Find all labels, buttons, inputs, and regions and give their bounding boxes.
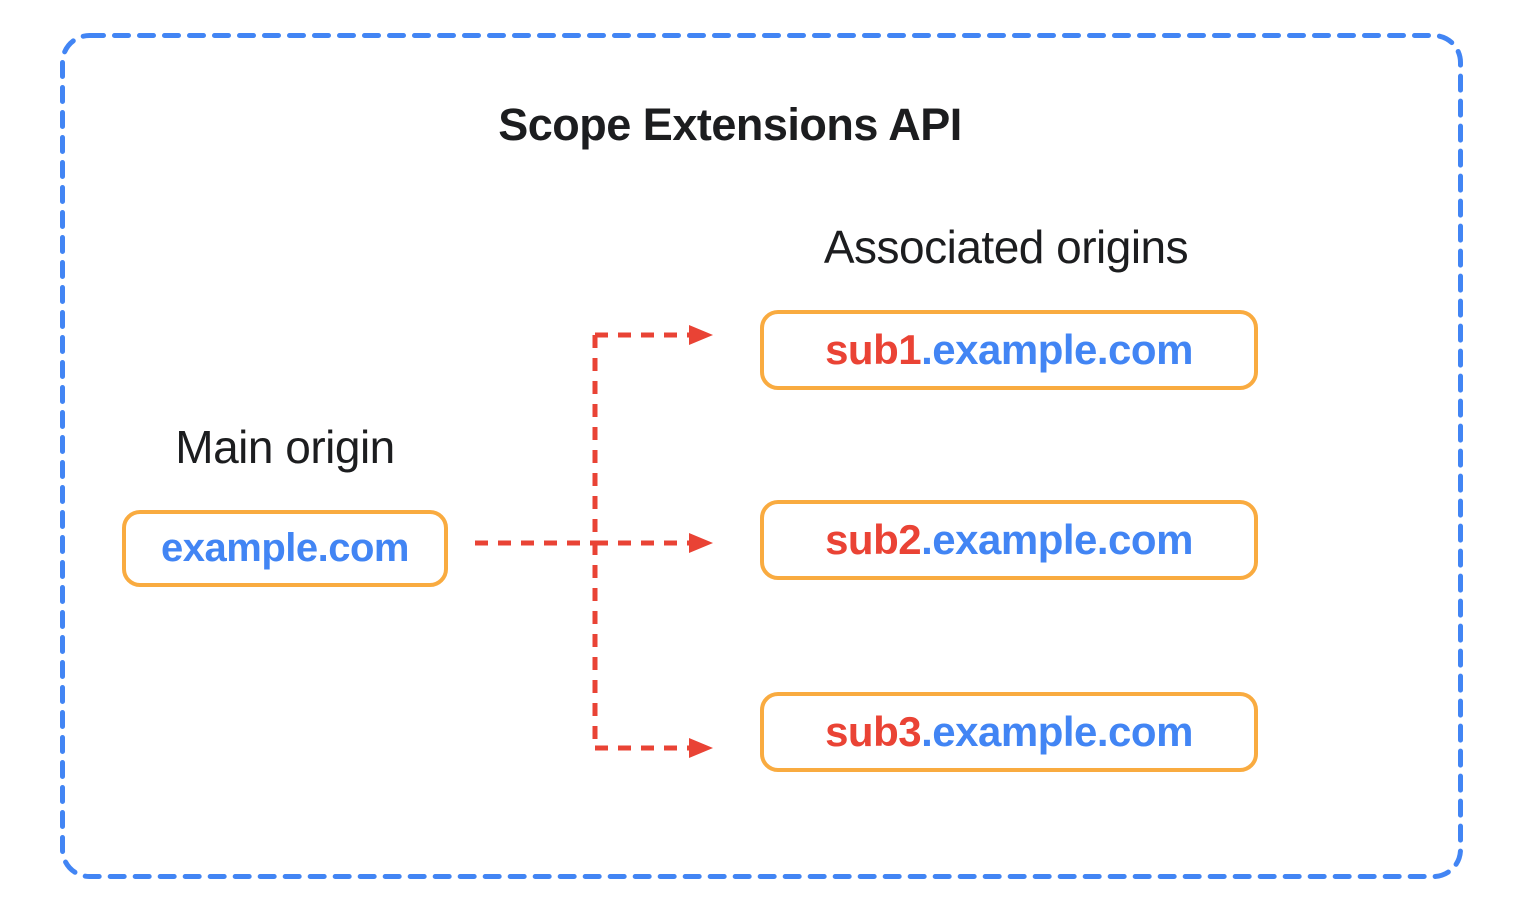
- associated-origins-label: Associated origins: [823, 221, 1189, 273]
- sub1-domain: sub1.example.com: [825, 326, 1193, 374]
- associated-origin-box-sub2: sub2.example.com: [760, 500, 1258, 580]
- sub2-suffix: .example.com: [921, 516, 1193, 563]
- arrowhead-sub2-icon: [689, 533, 713, 553]
- sub2-prefix: sub2: [825, 516, 922, 563]
- diagram-title: Scope Extensions API: [498, 99, 962, 150]
- main-origin-label: Main origin: [175, 421, 395, 473]
- main-origin-domain: example.com: [161, 526, 409, 570]
- associated-origin-box-sub3: sub3.example.com: [760, 692, 1258, 772]
- sub2-domain: sub2.example.com: [825, 516, 1193, 564]
- sub3-domain: sub3.example.com: [825, 708, 1193, 756]
- sub1-suffix: .example.com: [921, 326, 1193, 373]
- arrowhead-sub1-icon: [689, 325, 713, 345]
- sub3-prefix: sub3: [825, 708, 922, 755]
- dashed-container-border: [60, 33, 1463, 879]
- arrowhead-sub3-icon: [689, 738, 713, 758]
- associated-origin-box-sub1: sub1.example.com: [760, 310, 1258, 390]
- sub1-prefix: sub1: [825, 326, 922, 373]
- main-origin-box: example.com: [122, 510, 448, 587]
- sub3-suffix: .example.com: [921, 708, 1193, 755]
